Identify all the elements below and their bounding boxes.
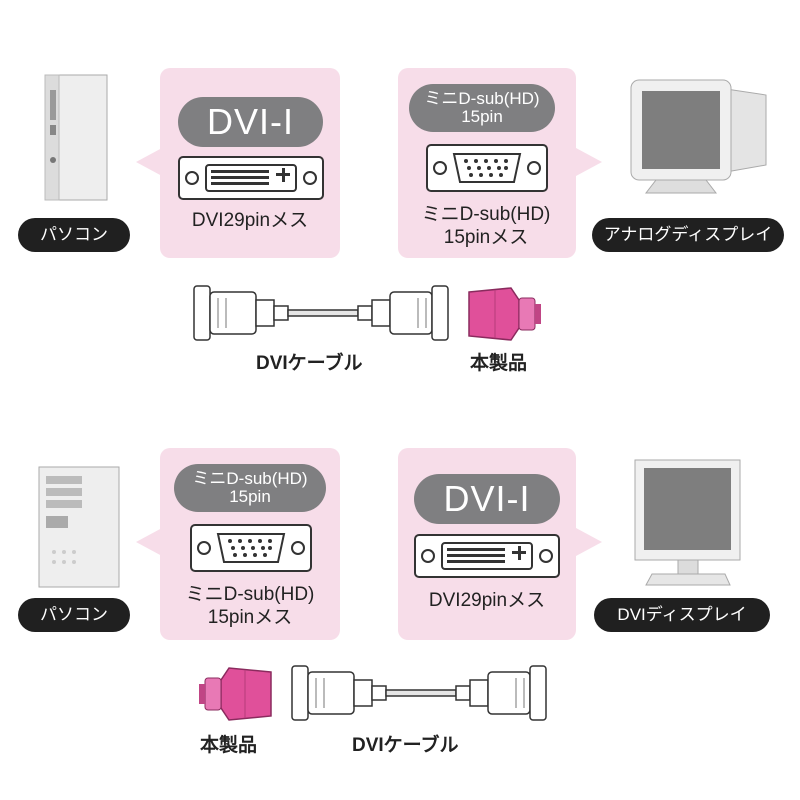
pill-dvi-i: DVI-I xyxy=(414,474,560,524)
dvi-cable-icon xyxy=(291,665,547,721)
device-label-analog-display: アナログディスプレイ xyxy=(592,218,784,252)
cable-caption: DVIケーブル xyxy=(352,735,459,756)
vga-port-icon xyxy=(426,144,548,192)
vga-port-icon xyxy=(190,524,312,572)
lcd-monitor-icon xyxy=(634,459,741,586)
adapter-product-icon xyxy=(199,667,272,721)
panel-arrow xyxy=(136,528,162,556)
pc-tower-icon xyxy=(38,466,120,588)
connector-label: ミニD-sub(HD)15pinメス xyxy=(421,204,551,248)
product-caption: 本製品 xyxy=(200,735,258,756)
panel-arrow xyxy=(576,148,602,176)
adapter-product-icon xyxy=(468,287,541,341)
dvi-port-icon xyxy=(414,534,560,578)
crt-monitor-icon xyxy=(630,79,767,194)
product-caption: 本製品 xyxy=(470,353,528,374)
connector-label: DVI29pinメス xyxy=(428,590,546,611)
pill-mini-dsub: ミニD-sub(HD)15pin xyxy=(174,464,326,512)
cable-caption: DVIケーブル xyxy=(256,353,363,374)
pill-dvi-i: DVI-I xyxy=(178,97,323,147)
pc-tower-icon xyxy=(44,74,108,201)
panel-arrow xyxy=(136,148,162,176)
panel-arrow xyxy=(576,528,602,556)
device-label-pc: パソコン xyxy=(18,598,130,632)
dvi-port-icon xyxy=(178,156,324,200)
pill-mini-dsub: ミニD-sub(HD)15pin xyxy=(409,84,555,132)
connector-label: ミニD-sub(HD)15pinメス xyxy=(185,584,315,628)
device-label-dvi-display: DVIディスプレイ xyxy=(594,598,770,632)
connector-label: DVI29pinメス xyxy=(191,210,309,231)
device-label-pc: パソコン xyxy=(18,218,130,252)
dvi-cable-icon xyxy=(193,285,449,341)
